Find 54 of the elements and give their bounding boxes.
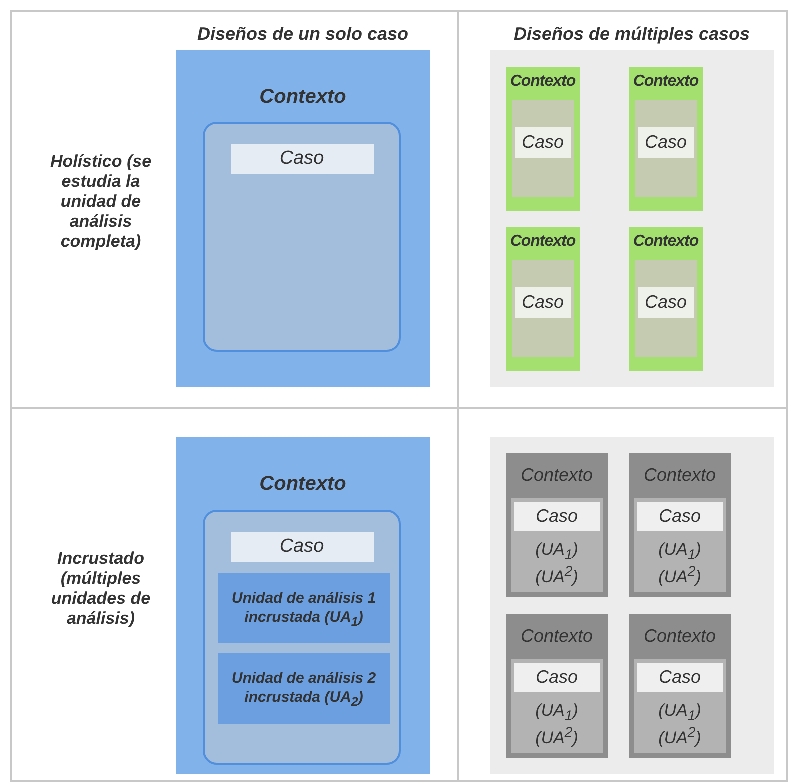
case-box [635, 100, 697, 197]
context-box [506, 227, 580, 371]
case-box [634, 659, 726, 753]
case-box [634, 498, 726, 592]
case-label: Caso [514, 663, 600, 692]
context-box [506, 453, 608, 597]
context-label: Contexto [642, 626, 718, 647]
case-label: Caso [514, 502, 600, 531]
case-label: Caso [230, 532, 374, 562]
case-label: Caso [515, 127, 571, 158]
case-label: Caso [515, 287, 571, 318]
context-box [506, 614, 608, 758]
unit-codes: (UA$_{1}$) (UA$^{2}$) [534, 541, 580, 586]
design-panel [490, 50, 774, 387]
context-label: Contexto [520, 626, 594, 647]
unit-label: Unidad de análisis 2 incrustada (UA$_{2}$) [230, 669, 378, 711]
context-box [506, 67, 580, 211]
design-panel [490, 437, 774, 774]
case-box [511, 659, 603, 753]
unit-codes: (UA$_{1}$) (UA$^{2}$) [534, 702, 580, 748]
context-box [629, 453, 731, 597]
column-header: Diseños de múltiples casos [512, 24, 752, 45]
case-label: Caso [637, 663, 723, 692]
unit-codes: (UA$_{1}$) (UA$^{2}$) [658, 541, 702, 586]
context-box [176, 50, 430, 387]
column-header: Diseños de un solo caso [196, 24, 410, 45]
case-frame [203, 510, 401, 765]
case-label: Caso [230, 144, 374, 174]
case-box [512, 260, 574, 357]
case-box [635, 260, 697, 357]
context-label: Contexto [520, 465, 594, 486]
context-box [176, 437, 430, 774]
case-frame [203, 122, 401, 352]
context-label: Contexto [258, 86, 348, 109]
context-box [629, 614, 731, 758]
case-box [511, 498, 603, 592]
unit-label: Unidad de análisis 1 incrustada (UA$_{1}$) [230, 589, 378, 631]
row-header: Incrustado (múltiples unidades de análisis) [50, 549, 152, 629]
context-label: Contexto [632, 73, 700, 91]
context-label: Contexto [509, 73, 577, 91]
embedded-unit-box [218, 653, 390, 724]
case-label: Caso [638, 287, 694, 318]
case-box [512, 100, 574, 197]
context-label: Contexto [642, 465, 718, 486]
case-label: Caso [637, 502, 723, 531]
embedded-unit-box [218, 573, 390, 643]
context-box [629, 67, 703, 211]
case-label: Caso [638, 127, 694, 158]
context-label: Contexto [632, 233, 700, 251]
row-header: Holístico (se estudia la unidad de análisis completa) [49, 152, 153, 252]
unit-codes: (UA$_{1}$) (UA$^{2}$) [658, 702, 702, 748]
context-box [629, 227, 703, 371]
context-label: Contexto [509, 233, 577, 251]
context-label: Contexto [258, 473, 348, 496]
